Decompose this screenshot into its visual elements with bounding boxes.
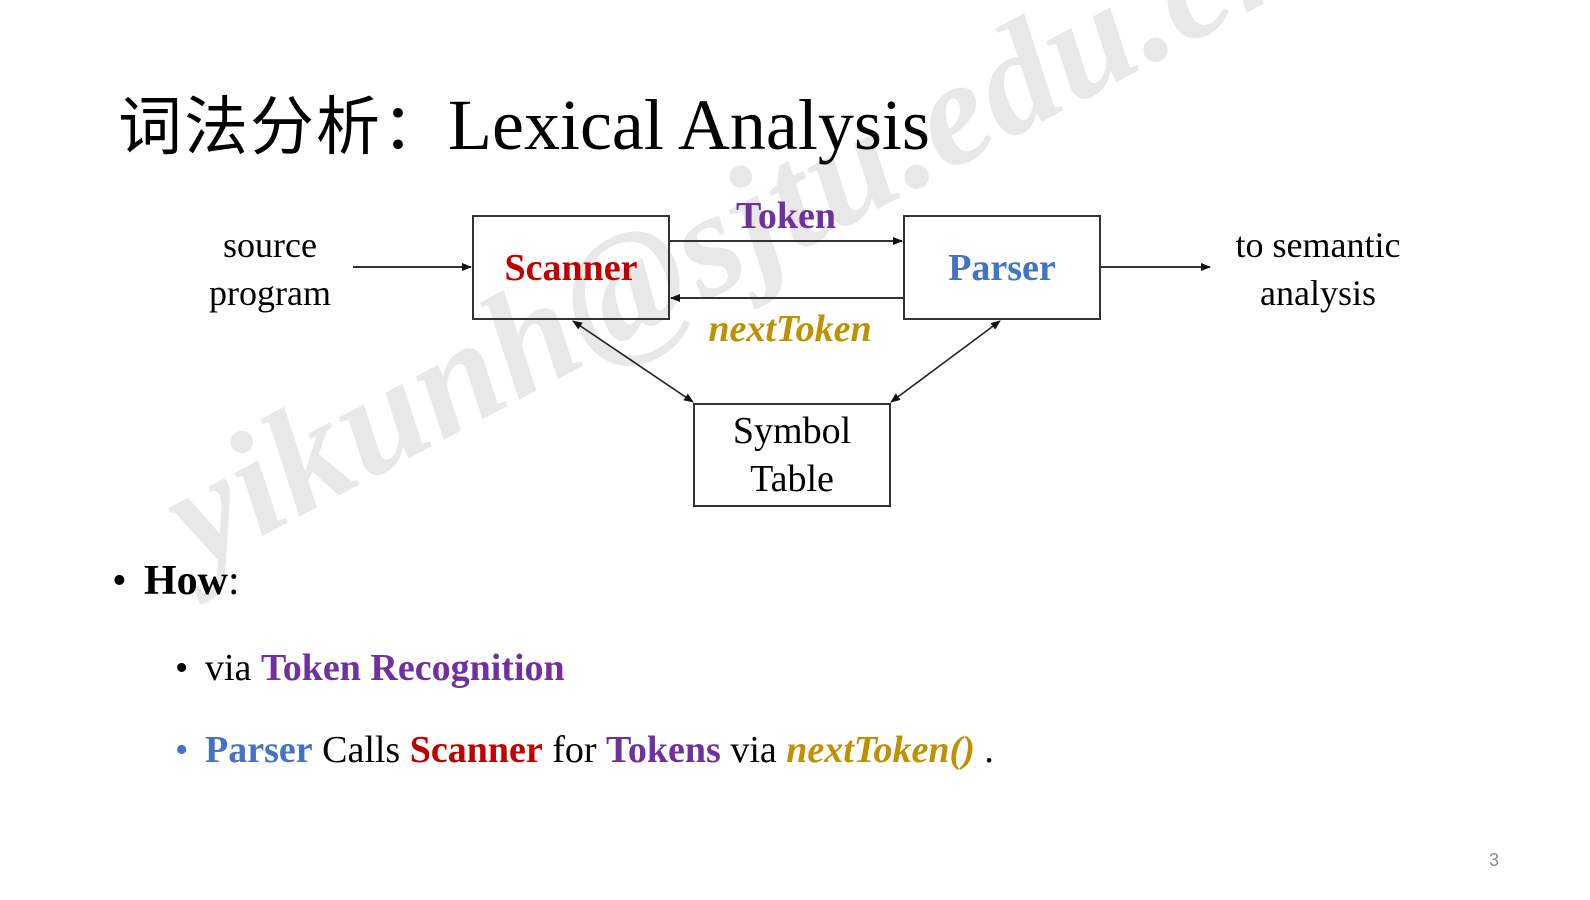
next-token-edge-label: nextToken bbox=[708, 308, 872, 350]
parser-text: Parser bbox=[205, 729, 313, 771]
semantic-analysis-label: to semantic analysis bbox=[1218, 221, 1418, 317]
token-edge-label: Token bbox=[736, 195, 836, 237]
scanner-text: Scanner bbox=[409, 729, 543, 771]
scanner-label: Scanner bbox=[504, 246, 638, 289]
title-chinese: 词法分析： bbox=[118, 91, 448, 165]
how-label: How bbox=[144, 558, 228, 604]
target-line-1: to semantic bbox=[1235, 225, 1401, 265]
tokens-text: Tokens bbox=[606, 729, 721, 771]
how-colon: : bbox=[228, 558, 240, 604]
bullet-parser-calls-scanner: • Parser Calls Scanner for Tokens via nex… bbox=[175, 724, 994, 776]
slide-title: 词法分析：Lexical Analysis bbox=[118, 80, 930, 173]
target-line-2: analysis bbox=[1260, 273, 1376, 313]
next-token-call-text: nextToken() bbox=[786, 729, 975, 771]
page-number: 3 bbox=[1488, 850, 1499, 870]
source-line-2: program bbox=[209, 273, 331, 313]
bullet-token-recognition: • via Token Recognition bbox=[175, 642, 565, 694]
source-line-1: source bbox=[223, 225, 317, 265]
bullet-dot: • bbox=[112, 558, 127, 604]
symbol-table-line-1: Symbol bbox=[732, 410, 852, 452]
symbol-table-node: Symbol Table bbox=[693, 403, 891, 507]
for-text: for bbox=[542, 729, 607, 771]
bullet-how: • How: bbox=[112, 553, 240, 609]
symbol-table-label: Symbol Table bbox=[733, 407, 851, 503]
parser-node: Parser bbox=[903, 215, 1101, 320]
period-text: . bbox=[974, 729, 994, 771]
via-prefix: via bbox=[205, 647, 261, 689]
token-recognition-text: Token Recognition bbox=[260, 647, 565, 689]
arrow-scanner-symtab bbox=[572, 320, 694, 403]
bullet-dot: • bbox=[175, 647, 189, 689]
symbol-table-line-2: Table bbox=[750, 458, 834, 500]
arrow-parser-symtab bbox=[890, 320, 1001, 403]
bullet-dot: • bbox=[175, 729, 189, 771]
scanner-node: Scanner bbox=[472, 215, 670, 320]
via-text: via bbox=[720, 729, 787, 771]
title-english: Lexical Analysis bbox=[448, 85, 930, 165]
parser-label: Parser bbox=[948, 246, 1056, 289]
calls-text: Calls bbox=[312, 729, 410, 771]
source-program-label: source program bbox=[190, 221, 350, 317]
